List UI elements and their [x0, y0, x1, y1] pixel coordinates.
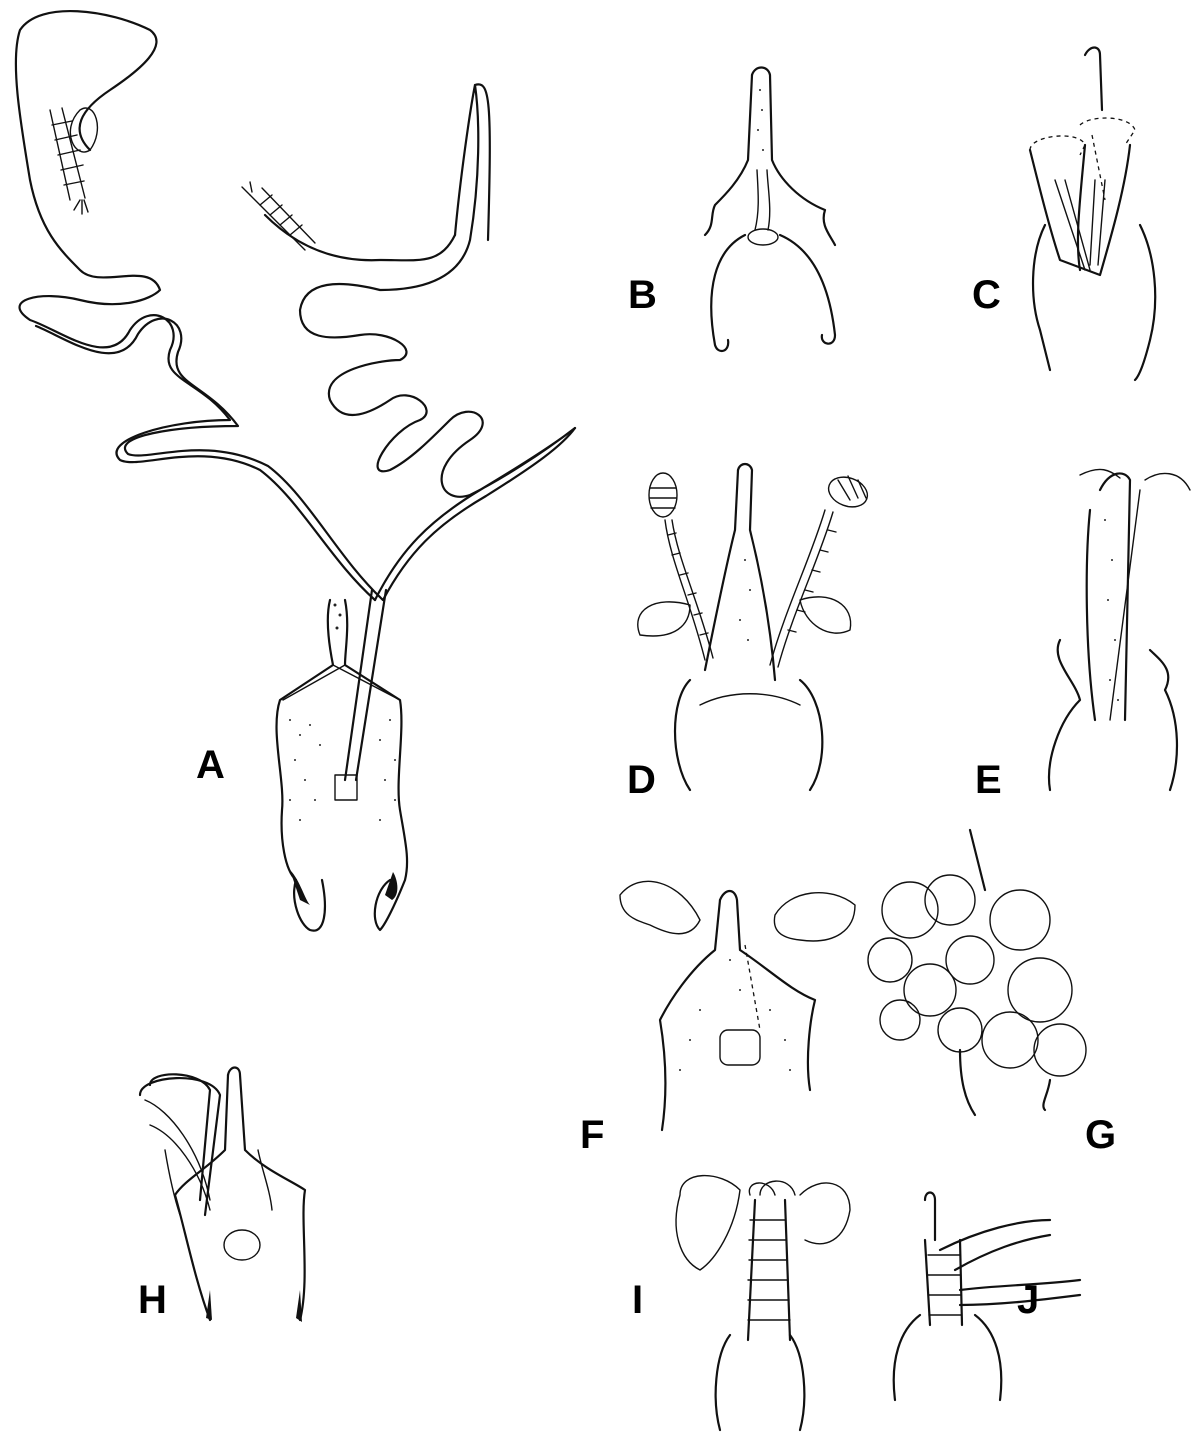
panel-label-a: A — [196, 743, 225, 787]
panel-c-drawing — [1028, 46, 1157, 382]
panel-label-f: F — [580, 1113, 605, 1157]
panel-a-drawing — [14, 9, 577, 932]
panel-label-b: B — [628, 273, 657, 317]
panel-label-e: E — [975, 758, 1002, 802]
panel-e-drawing — [1048, 468, 1191, 792]
panel-label-d: D — [627, 758, 656, 802]
panel-a-body — [275, 588, 409, 932]
panel-label-g: G — [1085, 1113, 1117, 1157]
panel-d-drawing — [637, 462, 869, 792]
panel-label-c: C — [972, 273, 1001, 317]
panel-label-h: H — [138, 1278, 167, 1322]
panel-a-ovariole-1 — [49, 107, 89, 215]
panel-i-drawing — [675, 1174, 851, 1432]
panel-b-drawing — [703, 66, 837, 353]
panel-label-i: I — [632, 1278, 644, 1322]
panel-j-drawing — [892, 1191, 1082, 1402]
panel-a-ovariole-2 — [241, 181, 316, 251]
panel-h-drawing — [138, 1066, 307, 1322]
panel-f-drawing — [619, 880, 856, 1132]
panel-label-j: J — [1017, 1278, 1040, 1322]
panel-g-drawing — [867, 828, 1087, 1117]
